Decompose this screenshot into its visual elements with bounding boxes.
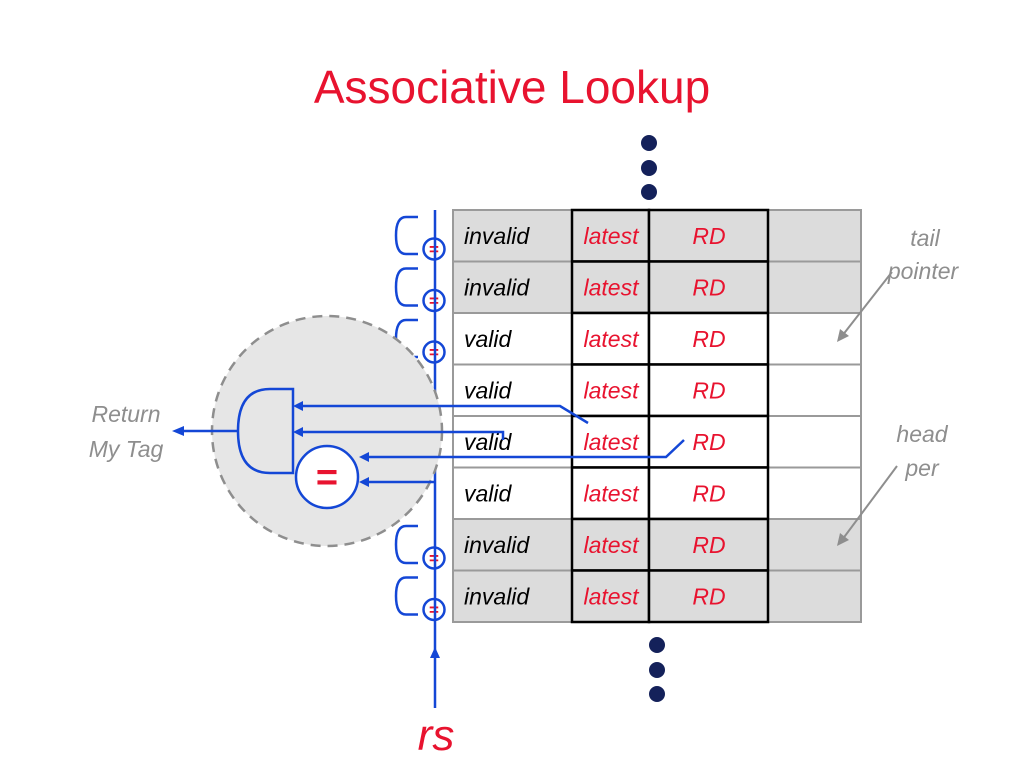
- status-text: valid: [464, 480, 513, 506]
- tail-pointer-arrow: [841, 271, 893, 337]
- big-equals-symbol: =: [316, 457, 338, 499]
- latest-text: latest: [584, 326, 641, 352]
- latest-wire: [296, 404, 589, 425]
- status-cell: [452, 569, 573, 623]
- status-text: valid: [464, 377, 513, 403]
- return-tag-label-line2: My Tag: [89, 436, 164, 462]
- ellipsis-dot: [641, 135, 657, 151]
- status-cell: [452, 518, 573, 572]
- ellipsis-dot: [641, 160, 657, 176]
- row-comparator: =: [394, 576, 446, 622]
- latest-text: latest: [584, 480, 641, 506]
- rd-wire: [363, 439, 685, 459]
- status-cell: [452, 466, 573, 520]
- head-pointer-label-line2: per: [904, 455, 940, 481]
- status-text: invalid: [464, 274, 530, 300]
- latest-text: latest: [584, 223, 641, 249]
- rs-bus-arrowhead: [430, 647, 440, 658]
- zoomed-comparator: =: [172, 314, 685, 548]
- status-cell: [452, 209, 573, 263]
- valid-wire-arrowhead: [293, 427, 303, 437]
- rd-cell: [647, 466, 770, 521]
- latest-text: latest: [584, 274, 641, 300]
- rs-input-label: rs: [418, 711, 455, 760]
- status-text: valid: [464, 326, 513, 352]
- table-row: valid latest RD: [452, 363, 862, 418]
- row-comparator: =: [394, 524, 446, 570]
- extra-cell: [767, 415, 862, 469]
- latest-cell: [570, 414, 651, 469]
- ellipsis-bottom: [649, 637, 665, 702]
- extra-cell: [767, 363, 862, 417]
- rd-cell: [647, 517, 770, 572]
- table-row: invalid latest RD: [452, 208, 862, 263]
- big-equals-comparator: [294, 444, 360, 510]
- tail-pointer-label-line2: pointer: [887, 258, 960, 284]
- table-row: invalid latest RD: [452, 260, 862, 315]
- latest-cell: [570, 466, 651, 521]
- rd-text: RD: [692, 429, 725, 455]
- and-gate-mini: [394, 267, 418, 307]
- row-comparator: =: [394, 215, 446, 261]
- ellipsis-dot: [641, 184, 657, 200]
- ellipsis-dot: [649, 637, 665, 653]
- extra-cell: [767, 518, 862, 572]
- extra-cell: [767, 312, 862, 366]
- rd-text: RD: [692, 583, 725, 609]
- rd-text: RD: [692, 326, 725, 352]
- latest-text: latest: [584, 583, 641, 609]
- rd-text: RD: [692, 532, 725, 558]
- table-row: invalid latest RD: [452, 569, 862, 624]
- latest-text: latest: [584, 377, 641, 403]
- table-row: valid latest RD: [452, 466, 862, 521]
- and-gate: [236, 387, 295, 475]
- valid-wire: [296, 430, 505, 440]
- ellipsis-dot: [649, 662, 665, 678]
- head-pointer-arrowhead: [837, 533, 849, 546]
- rs-compare-arrowhead: [359, 477, 369, 487]
- rd-text: RD: [692, 480, 725, 506]
- latest-text: latest: [584, 429, 641, 455]
- rd-text: RD: [692, 274, 725, 300]
- head-pointer-annotation: head per: [837, 421, 949, 546]
- status-text: invalid: [464, 223, 530, 249]
- latest-text: latest: [584, 532, 641, 558]
- status-text: invalid: [464, 532, 530, 558]
- rd-cell: [647, 363, 770, 418]
- extra-cell: [767, 569, 862, 623]
- rd-text: RD: [692, 223, 725, 249]
- ellipsis-top: [641, 135, 657, 200]
- tail-pointer-label-line1: tail: [910, 225, 940, 251]
- and-gate-mini: [394, 576, 418, 616]
- rd-cell: [647, 260, 770, 315]
- return-tag-label-line1: Return: [91, 401, 160, 427]
- rd-wire-arrowhead: [359, 452, 369, 462]
- latest-cell: [570, 311, 651, 366]
- extra-cell: [767, 260, 862, 314]
- head-pointer-arrow: [841, 465, 898, 541]
- output-arrowhead: [172, 426, 184, 436]
- page-title: Associative Lookup: [314, 61, 710, 113]
- status-text: invalid: [464, 583, 530, 609]
- latest-cell: [570, 569, 651, 624]
- rd-cell: [647, 569, 770, 624]
- extra-cell: [767, 209, 862, 263]
- table-row: invalid latest RD: [452, 517, 862, 572]
- and-gate-mini: [394, 524, 418, 565]
- tail-pointer-annotation: tail pointer: [837, 225, 960, 342]
- row-comparator: =: [394, 267, 446, 313]
- extra-cell: [767, 466, 862, 520]
- ellipsis-dot: [649, 686, 665, 702]
- head-pointer-label-line1: head: [896, 421, 948, 447]
- table-row: valid latest RD: [452, 311, 862, 366]
- latest-wire-arrowhead: [293, 401, 303, 411]
- status-cell: [452, 363, 573, 417]
- tail-pointer-arrowhead: [837, 329, 849, 342]
- and-gate-mini: [394, 215, 418, 256]
- rd-text: RD: [692, 377, 725, 403]
